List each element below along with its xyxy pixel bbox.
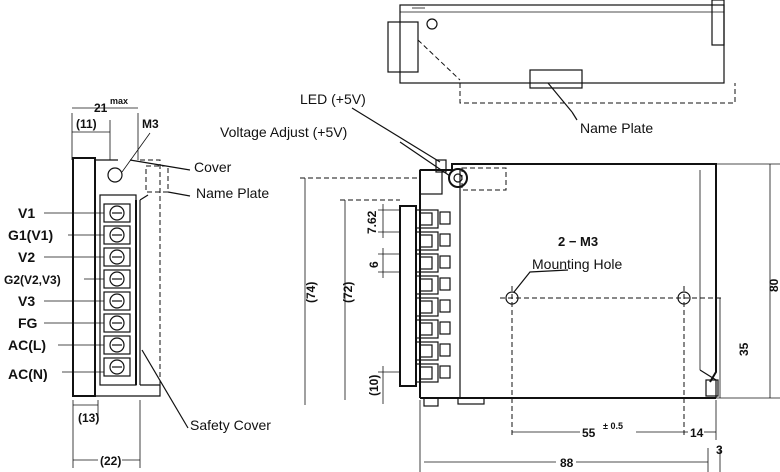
dim-80-label: 80 (767, 278, 780, 292)
terminal-label-acl: AC(L) (8, 337, 46, 353)
name-plate-top-label: Name Plate (580, 120, 653, 136)
dim-11-label: (11) (76, 117, 97, 131)
terminal-label-fg: FG (18, 315, 38, 331)
dim-21-label: 21 (94, 101, 108, 115)
dim-762-label: 7.62 (365, 210, 379, 234)
cover-label: Cover (194, 159, 232, 175)
name-plate-side-label: Name Plate (196, 185, 269, 201)
terminal-label-v3: V3 (18, 293, 35, 309)
terminal-label-v2: V2 (18, 249, 35, 265)
terminal-label-g2: G2(V2,V3) (4, 273, 61, 287)
dim-14-label: 14 (690, 426, 704, 440)
dim-55-label: 55 (582, 426, 596, 440)
safety-cover-label: Safety Cover (190, 417, 271, 433)
mounting-count-label: 2 − M3 (558, 234, 598, 249)
m3-label: M3 (142, 117, 159, 131)
dim-6-label: 6 (367, 261, 381, 268)
side-view: 21 max (11) M3 V1 (4, 96, 271, 468)
voltage-adjust-label: Voltage Adjust (+5V) (220, 124, 347, 140)
terminal-label-v1: V1 (18, 205, 35, 221)
top-view: Name Plate (387, 0, 736, 136)
dim-35-label: 35 (737, 342, 751, 356)
terminal-block-front (415, 209, 451, 383)
led-label: LED (+5V) (300, 91, 366, 107)
front-view: LED (+5V) Voltage Adjust (+5V) (220, 91, 780, 472)
dim-13-label: (13) (78, 411, 99, 425)
terminal-screws (103, 203, 131, 377)
dim-3-label: 3 (716, 443, 723, 457)
dim-88-label: 88 (560, 456, 574, 470)
dim-21-max-label: max (110, 96, 128, 106)
dim-10-label: (10) (367, 375, 381, 396)
terminal-label-g1: G1(V1) (8, 227, 53, 243)
dim-55-tol-label: ± 0.5 (603, 421, 623, 431)
terminal-label-acn: AC(N) (8, 366, 48, 382)
dim-72-label: (72) (341, 282, 355, 303)
mounting-hole-label: Mounting Hole (532, 256, 622, 272)
dim-22-label: (22) (100, 454, 121, 468)
dim-74-label: (74) (304, 282, 318, 303)
